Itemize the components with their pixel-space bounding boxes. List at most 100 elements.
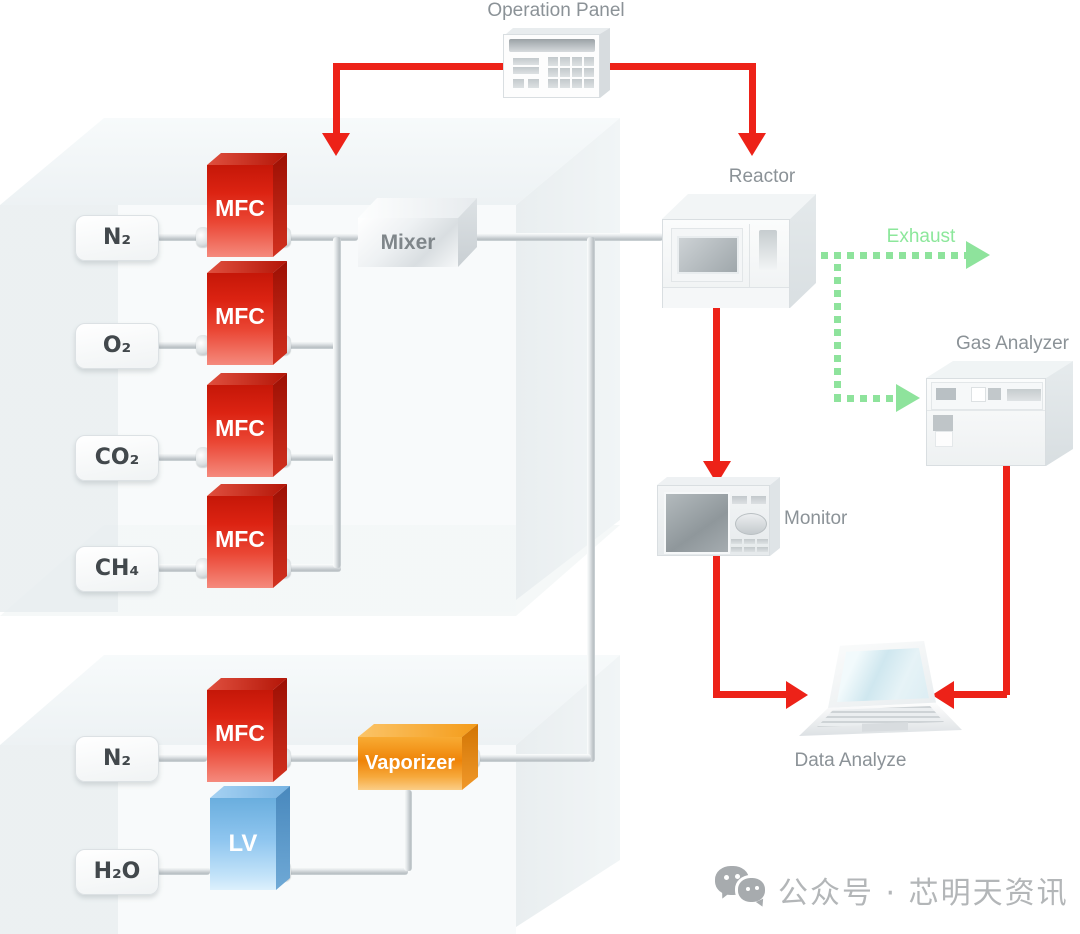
gas-source-o2: O₂: [75, 323, 159, 369]
mfc-label: MFC: [215, 720, 265, 746]
pipe-vaporizer-riser: [587, 237, 595, 762]
reactor-divider: [749, 224, 750, 304]
mfc-block-3d: [207, 678, 287, 690]
mfc-label: MFC: [215, 195, 265, 221]
analyzer-groove: [927, 410, 1045, 411]
mfc-block-3d: [207, 153, 287, 165]
control-line-panel-left-v: [333, 63, 340, 135]
monitor-front: [657, 485, 770, 556]
laptop-device: [790, 635, 980, 745]
panel-key: [513, 79, 524, 88]
wechat-eye: [755, 886, 759, 890]
pipe-co2-mfc-out: [287, 453, 341, 461]
cabinet-top-topface: [0, 118, 620, 205]
reactor-front: [662, 219, 790, 308]
vaporizer-3d: [462, 724, 478, 790]
analyzer-button: [988, 388, 1001, 400]
mixer-block: Mixer: [358, 218, 458, 267]
mfc-label: MFC: [215, 415, 265, 441]
reactor-window: [677, 236, 739, 274]
mfc-block-3d: [207, 261, 287, 273]
data-analyze-label: Data Analyze: [794, 750, 907, 771]
cabinet-bottom-topface: [0, 655, 620, 745]
panel-rightface: [600, 28, 610, 98]
mfc-block-3d: [273, 373, 287, 477]
gas-source-h2o: H₂O: [75, 849, 159, 895]
laptop-touchpad: [862, 722, 908, 732]
laptop-keyboard: [817, 706, 944, 727]
operation-panel-device: [503, 28, 613, 98]
mfc-block-3d: [273, 261, 287, 365]
panel-key: [513, 58, 539, 65]
reactor-label: Reactor: [728, 166, 796, 187]
connector: [196, 558, 210, 578]
mfc-label: MFC: [215, 526, 265, 552]
watermark-text: 公众号 · 芯明天资讯: [778, 876, 1069, 911]
monitor-rightface: [770, 477, 780, 556]
control-line-panel-right-v: [749, 63, 756, 135]
analyzer-button: [971, 387, 986, 402]
connector: [196, 335, 210, 355]
pipe-vaporizer-out: [478, 754, 591, 762]
mfc-block-n2: MFC: [207, 165, 273, 257]
mfc-block-3d: [207, 373, 287, 385]
pipe-mixer-to-reactor: [475, 233, 663, 241]
watermark: 公众号 · 芯明天资讯: [715, 858, 1075, 914]
mfc-block-3d: [273, 484, 287, 588]
wechat-eye: [735, 874, 740, 879]
mixer-3d: [458, 198, 477, 267]
monitor-label: Monitor: [784, 508, 848, 529]
pipe-lv-riser: [404, 790, 412, 871]
monitor-key: [744, 547, 755, 552]
panel-display: [509, 39, 595, 52]
lv-block-3d: [276, 786, 290, 890]
flow-line-analyzer-down: [1003, 464, 1010, 695]
vaporizer-3d: [358, 724, 478, 737]
reactor-bottom-band: [663, 287, 789, 308]
analyzer-display-2: [933, 415, 953, 431]
wechat-eye: [746, 887, 750, 891]
exhaust-label: Exhaust: [886, 226, 956, 247]
mfc-block-ch4: MFC: [207, 496, 273, 588]
pipe-ch4-to-mfc: [157, 564, 207, 572]
flow-line-reactor-monitor: [713, 306, 720, 463]
reactor-display: [759, 230, 777, 270]
gas-source-n2: N₂: [75, 215, 159, 261]
arrowhead-to-mfc-rack: [322, 133, 350, 156]
panel-front: [503, 34, 600, 98]
panel-key: [584, 68, 594, 77]
lv-block-3d: [210, 786, 290, 798]
laptop-screen: [837, 648, 929, 702]
wechat-bubble-small-tail: [755, 898, 767, 909]
pipe-o2-to-mfc: [157, 341, 207, 349]
analyzer-slot-2: [935, 431, 953, 447]
wechat-eye: [724, 875, 729, 880]
panel-key: [513, 67, 539, 74]
pipe-lv-out: [287, 867, 408, 875]
arrowhead-to-laptop-left: [786, 681, 808, 709]
monitor-button: [751, 496, 766, 504]
panel-key: [560, 57, 570, 66]
pipe-ch4-mfc-out: [287, 564, 341, 572]
analyzer-display: [936, 388, 956, 400]
analyzer-topface: [926, 361, 1073, 378]
pipe-co2-to-mfc: [157, 453, 207, 461]
pipe-h2o-to-lv: [157, 867, 210, 875]
wechat-icon: [715, 862, 771, 909]
pipe-mfc-to-mixer: [287, 233, 358, 241]
panel-key: [584, 79, 594, 88]
panel-topface: [506, 28, 610, 34]
reactor-topface: [662, 194, 816, 219]
pipe-n2-to-mfc: [157, 233, 207, 241]
control-line-panel-left-h: [333, 63, 505, 70]
panel-key: [572, 79, 582, 88]
monitor-key: [757, 547, 768, 552]
mfc-block-o2: MFC: [207, 273, 273, 365]
cabinet-top-rightface: [516, 118, 620, 600]
exhaust-line-v: [834, 264, 841, 397]
arrowhead-to-reactor: [738, 133, 766, 156]
panel-key: [548, 57, 558, 66]
connector: [196, 447, 210, 467]
pipe-mfc-to-vaporizer: [287, 754, 358, 762]
